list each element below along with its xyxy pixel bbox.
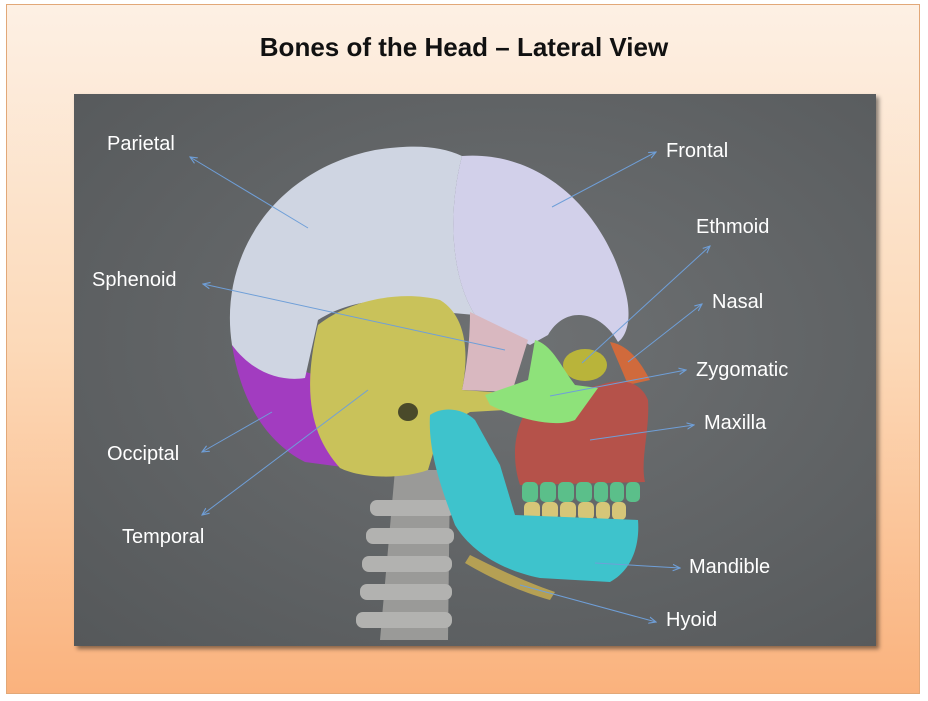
upper-teeth: [522, 482, 640, 502]
mandible-bone: [429, 409, 639, 582]
page-title: Bones of the Head – Lateral View: [259, 32, 669, 62]
pointer-hyoid: [519, 584, 656, 622]
pointer-mandible: [594, 562, 680, 568]
pointer-zygomatic: [549, 370, 686, 397]
label-frontal: Frontal: [666, 140, 729, 162]
cervical-spine: [356, 470, 455, 640]
pointer-lines: [190, 152, 710, 622]
parietal-bone: [229, 146, 475, 379]
label-occiptal: Occiptal: [107, 443, 180, 465]
label-nasal: Nasal: [712, 291, 764, 313]
temporal-bone: [310, 296, 520, 477]
ethmoid-bone: [563, 349, 607, 381]
pointer-sphenoid: [203, 284, 506, 351]
ear-canal: [398, 403, 418, 421]
label-mandible: Mandible: [689, 556, 771, 578]
pointer-frontal: [551, 152, 656, 208]
zygomatic-bone: [485, 340, 598, 424]
label-ethmoid: Ethmoid: [696, 216, 770, 238]
pointer-nasal: [627, 304, 702, 363]
label-sphenoid: Sphenoid: [92, 269, 177, 291]
pointer-parietal: [190, 157, 309, 229]
label-hyoid: Hyoid: [666, 609, 718, 631]
label-parietal: Parietal: [107, 133, 175, 155]
label-zygomatic: Zygomatic: [696, 359, 789, 381]
pointer-ethmoid: [581, 246, 710, 364]
label-temporal: Temporal: [122, 526, 205, 548]
pointer-maxilla: [589, 425, 694, 441]
pointer-occiptal: [202, 411, 273, 452]
pointer-temporal: [202, 389, 369, 515]
sphenoid-bone: [462, 312, 528, 392]
lower-teeth: [524, 502, 626, 520]
frontal-bone: [453, 155, 629, 345]
nasal-bone: [610, 342, 650, 385]
label-maxilla: Maxilla: [704, 412, 767, 434]
